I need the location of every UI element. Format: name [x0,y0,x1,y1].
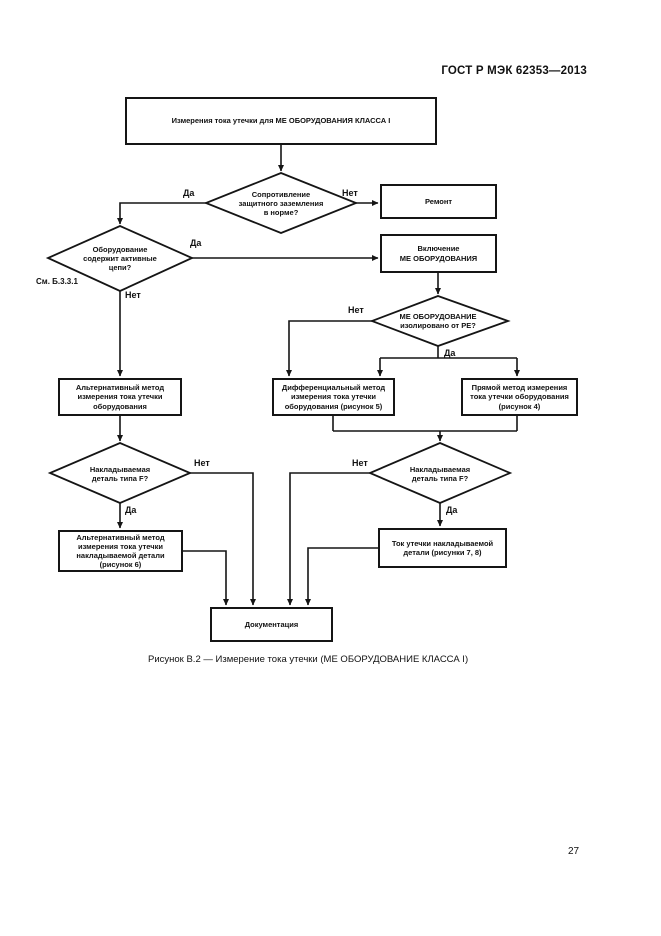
edge-label-no: Нет [194,458,210,468]
node-repair-label: Ремонт [424,196,453,206]
node-applied-part-leakage-label: Ток утечки накладываемой детали (рисунки… [391,538,494,557]
node-power-on: Включение МЕ ОБОРУДОВАНИЯ [380,234,497,273]
node-alt-method-applied-label: Альтернативный метод измерения тока утеч… [76,532,165,570]
edge-label-yes: Да [125,505,137,515]
decision-resistance-ok [203,172,359,234]
edge-label-yes: Да [183,188,195,198]
node-documentation-label: Документация [244,619,299,629]
edge-label-no: Нет [125,290,141,300]
node-applied-part-leakage: Ток утечки накладываемой детали (рисунки… [378,528,507,568]
node-direct-method: Прямой метод измерения тока утечки обору… [461,378,578,416]
node-direct-method-label: Прямой метод измерения тока утечки обору… [470,383,569,411]
node-power-on-label: Включение МЕ ОБОРУДОВАНИЯ [399,244,478,263]
decision-isolated-from-pe [369,295,511,347]
edge-label-no: Нет [352,458,368,468]
edge-label-no: Нет [342,188,358,198]
page-number: 27 [568,846,580,857]
node-repair: Ремонт [380,184,497,219]
node-start: Измерения тока утечки для МЕ ОБОРУДОВАНИ… [125,97,437,145]
document-header: ГОСТ Р МЭК 62353—2013 [441,65,587,77]
edge-label-yes: Да [190,238,202,248]
node-documentation: Документация [210,607,333,642]
figure-caption: Рисунок В.2 — Измерение тока утечки (МЕ … [148,654,469,665]
node-alt-method-applied: Альтернативный метод измерения тока утеч… [58,530,183,572]
node-alt-method-equipment: Альтернативный метод измерения тока утеч… [58,378,182,416]
reference-label: См. Б.3.3.1 [36,277,78,286]
node-start-label: Измерения тока утечки для МЕ ОБОРУДОВАНИ… [171,116,391,126]
edge-label-yes: Да [444,348,456,358]
node-alt-method-equipment-label: Альтернативный метод измерения тока утеч… [75,383,165,411]
decision-applied-part-f-left [47,442,193,504]
node-diff-method: Дифференциальный метод измерения тока ут… [272,378,395,416]
edge-label-yes: Да [446,505,458,515]
node-diff-method-label: Дифференциальный метод измерения тока ут… [281,383,386,411]
decision-applied-part-f-right [367,442,513,504]
flowchart-connectors [117,145,520,606]
edge-label-no: Нет [348,305,364,315]
decision-active-circuits [45,225,195,292]
